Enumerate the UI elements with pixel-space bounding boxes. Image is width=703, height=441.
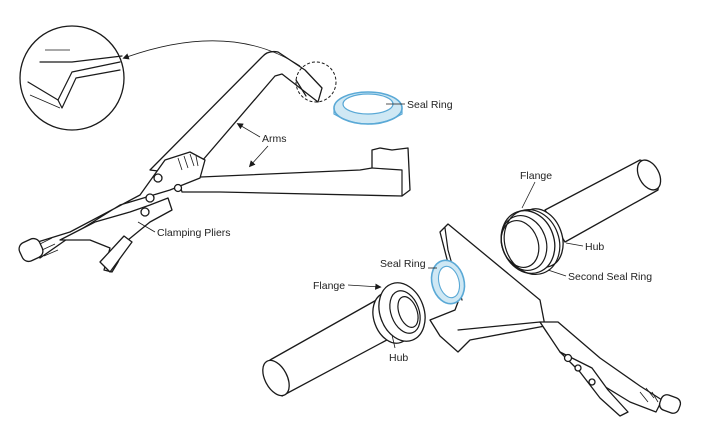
lower-arm: [177, 147, 411, 197]
rivet-2: [145, 193, 155, 203]
bottom-arm-frame: [429, 223, 546, 353]
label-seal-ring-top: Seal Ring: [407, 99, 453, 111]
leader-flange-right: [521, 181, 536, 209]
leader-hub-right: [565, 242, 584, 247]
rivet-5: [563, 353, 573, 363]
magnifier-circle: [19, 25, 125, 131]
detail-dashed-circle: [295, 61, 337, 103]
detail-arrow: [122, 40, 301, 67]
left-shaft-end: [262, 359, 290, 397]
seal-ring-top: [333, 91, 403, 125]
label-seal-ring-left: Seal Ring: [380, 258, 426, 270]
seal-ring-left-inner: [437, 265, 461, 299]
second-seal-ring: [503, 209, 561, 275]
clamping-pliers-tool: [18, 50, 411, 273]
leader-flange-left: [347, 283, 382, 290]
rivet-1: [153, 173, 163, 183]
leader-arms-upper: [236, 123, 261, 138]
adjust-screw: [18, 237, 44, 263]
bottom-adjust-screw: [658, 394, 682, 414]
seal-ring-inner: [342, 93, 394, 115]
right-shaft-assembly: [500, 159, 662, 275]
label-hub-left: Hub: [389, 352, 408, 364]
leader-hub-left: [391, 334, 396, 349]
lower-pliers-arm: [429, 223, 682, 417]
leader-clamping-pliers: [137, 221, 156, 233]
label-flange-right: Flange: [520, 170, 552, 182]
upper-arm: [149, 50, 323, 176]
label-clamping-pliers: Clamping Pliers: [157, 227, 231, 239]
detail-magnifier: [19, 25, 337, 131]
rivet-4: [173, 183, 183, 193]
release-lever: [99, 235, 133, 273]
leader-arms-lower: [248, 145, 269, 168]
label-flange-left: Flange: [313, 280, 345, 292]
label-second-seal-ring: Second Seal Ring: [568, 271, 652, 283]
rivet-7: [588, 378, 596, 386]
label-hub-right: Hub: [585, 241, 604, 253]
leader-second-seal-ring: [547, 269, 567, 277]
label-arms: Arms: [262, 133, 287, 145]
left-shaft-assembly: [262, 282, 426, 397]
rivet-6: [574, 364, 582, 372]
rivet-3: [140, 207, 150, 217]
seal-ring-left: [430, 259, 466, 305]
